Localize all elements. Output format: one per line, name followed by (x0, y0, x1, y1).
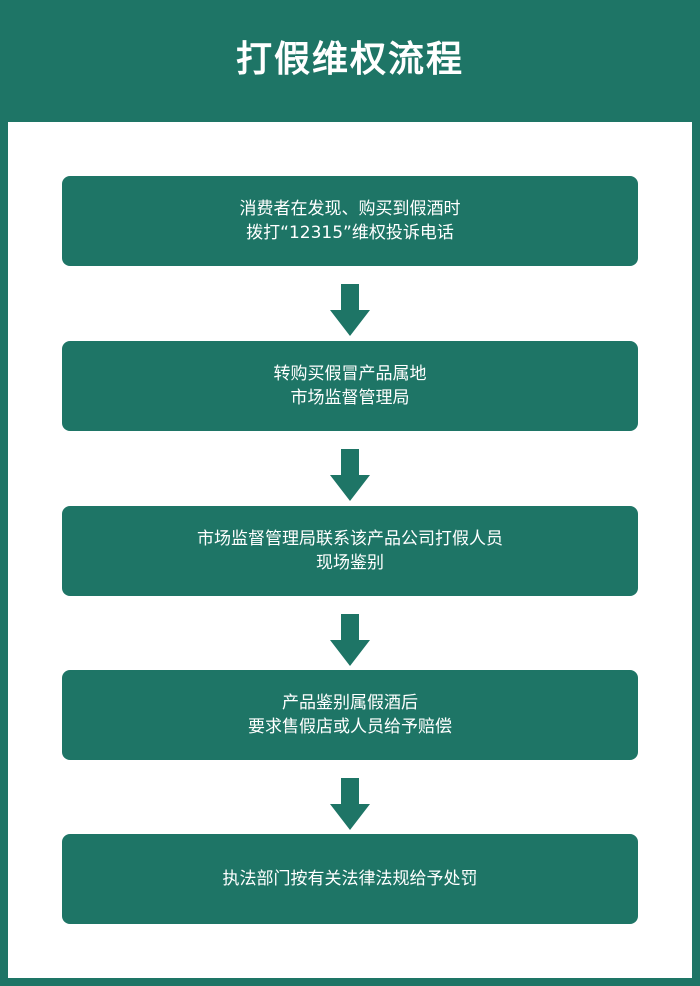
flow-step-4: 产品鉴别属假酒后 要求售假店或人员给予赔偿 (62, 670, 638, 760)
step-3-line-2: 现场鉴别 (316, 553, 384, 573)
step-2-line-1: 转购买假冒产品属地 (273, 364, 427, 384)
step-4-line-1: 产品鉴别属假酒后 (282, 693, 418, 713)
down-arrow-icon (330, 614, 370, 666)
flow-step-2: 转购买假冒产品属地 市场监督管理局 (62, 341, 638, 431)
step-4-line-2: 要求售假店或人员给予赔偿 (248, 717, 452, 737)
down-arrow-icon (330, 284, 370, 336)
step-3-line-1: 市场监督管理局联系该产品公司打假人员 (197, 529, 503, 549)
step-1-line-2: 拨打“12315”维权投诉电话 (246, 223, 454, 243)
step-2-line-2: 市场监督管理局 (290, 388, 410, 408)
flow-step-5: 执法部门按有关法律法规给予处罚 (62, 834, 638, 924)
flow-panel: 消费者在发现、购买到假酒时 拨打“12315”维权投诉电话 转购买假冒产品属地 … (8, 122, 692, 978)
down-arrow-icon (330, 778, 370, 830)
flow-step-1: 消费者在发现、购买到假酒时 拨打“12315”维权投诉电话 (62, 176, 638, 266)
step-5-line-1: 执法部门按有关法律法规给予处罚 (222, 869, 478, 889)
page-title: 打假维权流程 (235, 39, 464, 80)
step-1-line-1: 消费者在发现、购买到假酒时 (239, 199, 461, 219)
flow-step-3: 市场监督管理局联系该产品公司打假人员 现场鉴别 (62, 506, 638, 596)
down-arrow-icon (330, 449, 370, 501)
